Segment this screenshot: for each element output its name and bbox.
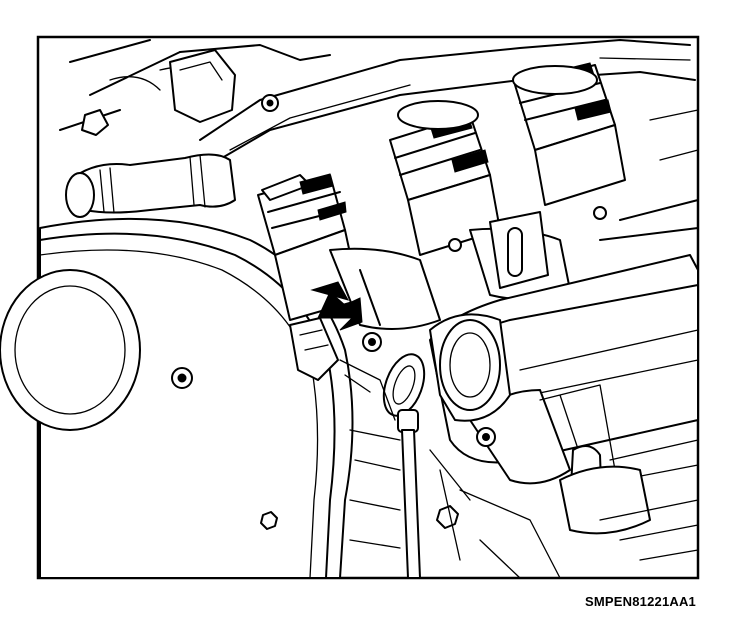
lower-components: [349, 429, 699, 579]
sensor-connector: [289, 317, 396, 421]
figure-code-label: SMPEN81221AA1: [585, 594, 696, 609]
ignition-coil-3: [512, 62, 626, 206]
timing-belt-cover: [0, 217, 354, 579]
intake-runners: [329, 206, 607, 330]
coolant-hose: [65, 153, 236, 218]
oil-dipstick: [382, 353, 426, 579]
throttle-body: [429, 313, 511, 422]
upper-bracket: [81, 49, 279, 136]
arrow-indicator: [310, 281, 363, 331]
engine-bay-background: [59, 39, 699, 321]
